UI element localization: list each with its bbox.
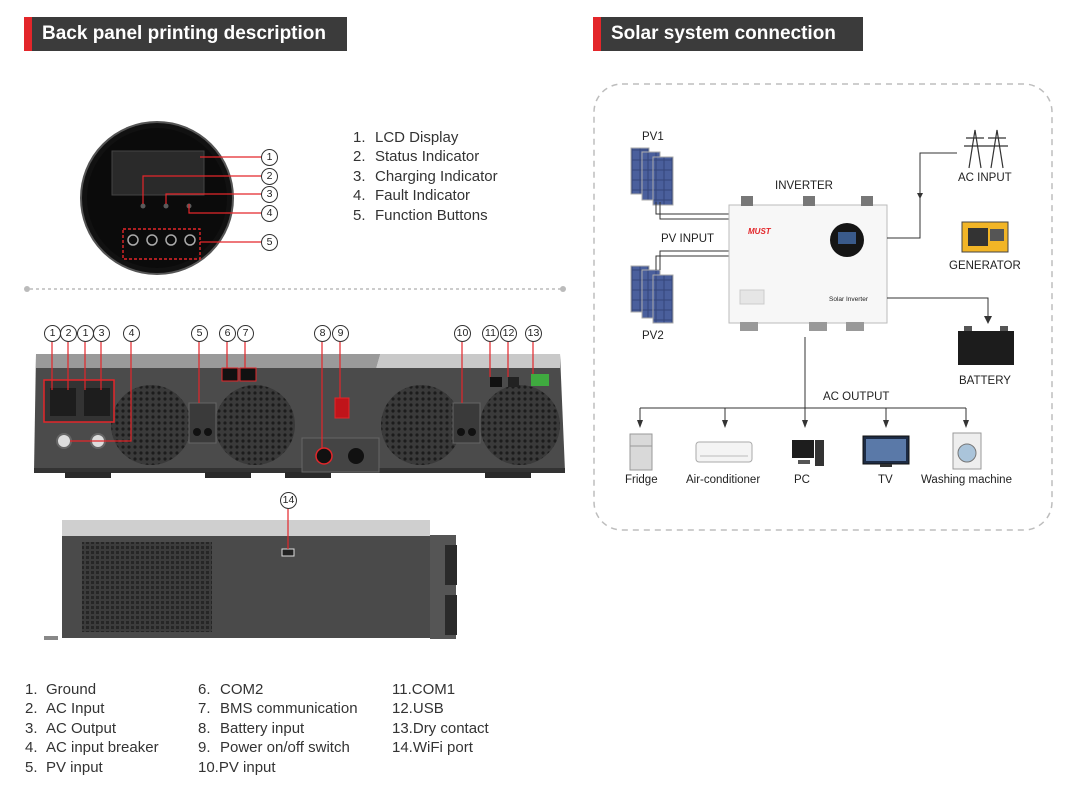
generator-icon <box>961 221 1009 253</box>
ground-screw-icon <box>56 433 72 449</box>
function-button-icon <box>127 234 139 246</box>
battery-label: BATTERY <box>959 375 1011 387</box>
side-view <box>44 507 457 640</box>
list-item: 4.AC input breaker <box>25 739 159 757</box>
solar-header-title: Solar system connection <box>611 23 836 44</box>
status-led-icon <box>140 203 146 209</box>
list-item: 14.WiFi port <box>392 739 473 757</box>
list-item: 1.Ground <box>25 681 97 698</box>
list-item: 4.Fault Indicator <box>353 187 471 205</box>
list-item: 1.LCD Display <box>353 129 459 146</box>
pv-input-label: PV INPUT <box>661 233 715 245</box>
list-item: 5.Function Buttons <box>353 206 488 224</box>
charging-led-icon <box>163 203 169 209</box>
washing-machine-icon <box>952 432 982 470</box>
pv2-label: PV2 <box>642 330 664 342</box>
callout-panel-breaker: 4 <box>123 325 140 342</box>
list-item: 7.BMS communication <box>198 700 358 718</box>
generator-label: GENERATOR <box>949 260 1021 272</box>
function-button-icon <box>184 234 196 246</box>
callout-side-wifi: 14 <box>280 492 297 509</box>
function-button-icon <box>165 234 177 246</box>
lcd-display-panel <box>80 121 262 275</box>
back-panel-header: Back panel printing description <box>24 17 347 51</box>
ac-input-label: AC INPUT <box>958 172 1012 184</box>
callout-panel-ground: 1 <box>44 325 61 342</box>
callout-panel-pv-input: 5 <box>191 325 208 342</box>
solar-header: Solar system connection <box>593 17 863 51</box>
back-panel-front <box>34 340 565 478</box>
appliance-ac-label: Air-conditioner <box>686 474 761 486</box>
callout-panel-switch: 9 <box>332 325 349 342</box>
appliance-pc-label: PC <box>794 474 810 486</box>
list-item: 13.Dry contact <box>392 719 489 737</box>
callout-display-5: 5 <box>261 234 278 251</box>
list-item: 9.Power on/off switch <box>198 739 350 757</box>
callout-panel-com2: 6 <box>219 325 236 342</box>
panel-list-col1: 1.Ground 2.AC Input 3.AC Output 4.AC inp… <box>25 680 159 777</box>
power-pylon-icon <box>964 129 1008 169</box>
air-conditioner-icon <box>695 441 753 463</box>
callout-panel-pv-input-2: 10 <box>454 325 471 342</box>
callout-panel-ac-output: 3 <box>93 325 110 342</box>
list-item: 11.COM1 <box>392 681 456 698</box>
cooling-fan-icon <box>215 385 295 465</box>
inverter-model: Solar Inverter <box>829 296 869 303</box>
list-item: 10.PV input <box>198 758 276 776</box>
list-item: 3.AC Output <box>25 719 117 737</box>
appliance-fridge-label: Fridge <box>625 474 658 486</box>
section-separator <box>24 286 566 292</box>
function-button-icon <box>146 234 158 246</box>
callout-panel-dry-contact: 13 <box>525 325 542 342</box>
appliance-tv-label: TV <box>878 474 893 486</box>
list-item: 2.Status Indicator <box>353 148 480 166</box>
cooling-fan-icon <box>480 385 560 465</box>
header-accent-bar <box>24 17 32 51</box>
power-switch-icon <box>334 397 350 419</box>
inverter-brand: MUST <box>748 227 771 236</box>
panel-list-col3: 11.COM1 12.USB 13.Dry contact 14.WiFi po… <box>392 680 489 758</box>
pc-icon <box>792 440 824 466</box>
header-accent-bar <box>593 17 601 51</box>
list-item: 3.Charging Indicator <box>353 167 498 185</box>
list-item: 8.Battery input <box>198 719 305 737</box>
pv1-panel-icon <box>630 147 674 206</box>
callout-panel-usb: 12 <box>500 325 517 342</box>
callout-display-1: 1 <box>261 149 278 166</box>
battery-icon <box>958 326 1014 365</box>
solar-diagram <box>593 83 1053 531</box>
list-item: 12.USB <box>392 700 444 718</box>
callout-panel-ground-2: 1 <box>77 325 94 342</box>
wifi-port-icon <box>281 548 295 557</box>
callout-display-3: 3 <box>261 186 278 203</box>
list-item: 6.COM2 <box>198 681 264 698</box>
tv-icon <box>862 435 910 467</box>
callout-panel-battery: 8 <box>314 325 331 342</box>
appliance-washer-label: Washing machine <box>921 474 1012 486</box>
callout-panel-bms: 7 <box>237 325 254 342</box>
fridge-icon <box>629 433 653 471</box>
inverter-label: INVERTER <box>775 180 833 192</box>
list-item: 5.PV input <box>25 758 103 776</box>
list-item: 2.AC Input <box>25 700 105 718</box>
callout-display-4: 4 <box>261 205 278 222</box>
display-feature-list: 1.LCD Display 2.Status Indicator 3.Charg… <box>353 128 498 225</box>
callout-panel-ac-input: 2 <box>60 325 77 342</box>
callout-panel-com1: 11 <box>482 325 499 342</box>
back-panel-header-title: Back panel printing description <box>42 23 326 44</box>
callout-display-2: 2 <box>261 168 278 185</box>
ac-output-label: AC OUTPUT <box>823 391 890 403</box>
pv2-panel-icon <box>630 265 674 324</box>
inverter-icon <box>728 196 888 331</box>
cooling-fan-icon <box>111 385 191 465</box>
pv1-label: PV1 <box>642 131 664 143</box>
panel-list-col2: 6.COM2 7.BMS communication 8.Battery inp… <box>198 680 358 777</box>
dry-contact-icon <box>531 374 549 386</box>
cooling-fan-icon <box>381 385 461 465</box>
